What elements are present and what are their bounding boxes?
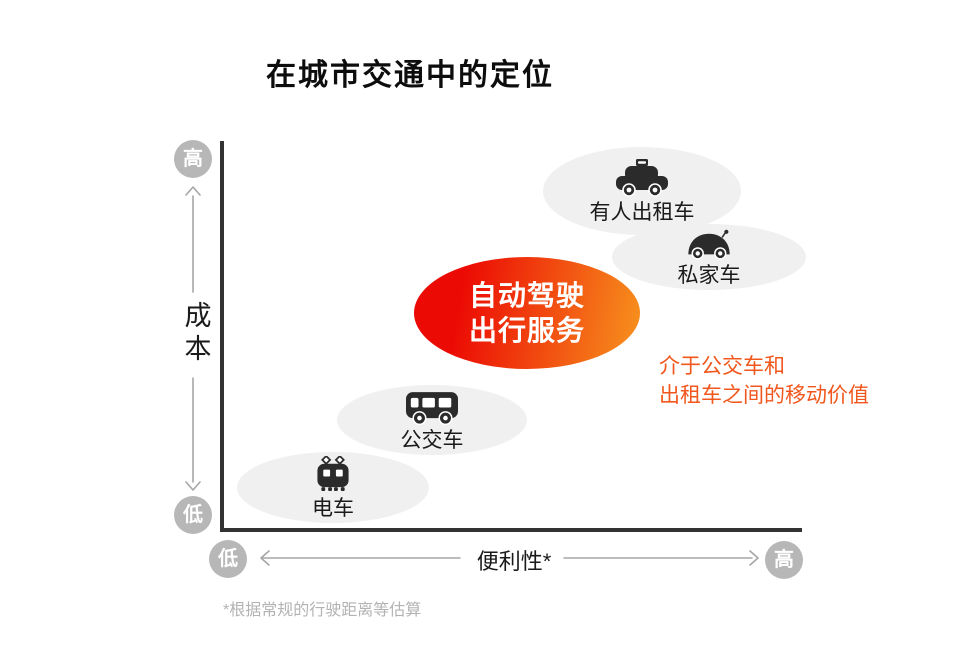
x-axis-line [220, 528, 802, 532]
y-axis-arrow [185, 186, 201, 491]
bubble-private-car-label: 私家车 [677, 263, 741, 287]
x-axis-arrow [260, 550, 759, 566]
footnote: *根据常规的行驶距离等估算 [223, 602, 422, 619]
y-axis-title: 成本 [180, 301, 211, 367]
bubble-private-car: 私家车 [612, 224, 806, 290]
annotation-line2: 出租车之间的移动价值 [659, 384, 869, 407]
arrow-left-head [260, 550, 270, 566]
y-axis-high-marker: 高 [174, 140, 212, 178]
y-axis-line [220, 141, 224, 532]
x-axis-high-marker: 高 [765, 541, 803, 579]
car-icon [688, 229, 730, 260]
x-axis-title: 便利性* [476, 549, 552, 574]
highlight-ellipse: 自动驾驶 出行服务 [414, 257, 640, 369]
bubble-taxi: 有人出租车 [543, 147, 741, 235]
annotation-line1: 介于公交车和 [659, 355, 785, 378]
x-axis-low-marker: 低 [209, 540, 247, 578]
bubble-bus: 公交车 [337, 385, 527, 455]
taxi-icon [616, 159, 668, 197]
annotation: 介于公交车和 出租车之间的移动价值 [659, 352, 869, 410]
tram-icon [317, 456, 349, 492]
highlight-line2: 出行服务 [468, 315, 585, 346]
bubble-tram: 电车 [237, 452, 429, 523]
bus-icon [406, 391, 458, 425]
y-axis-low-marker: 低 [174, 496, 212, 534]
bubble-tram-label: 电车 [312, 497, 354, 520]
arrow-up-head [185, 186, 201, 196]
arrow-right-head [749, 550, 759, 566]
highlight-line1: 自动驾驶 [468, 280, 585, 311]
bubble-bus-label: 公交车 [400, 428, 464, 452]
arrow-down-head [185, 481, 201, 491]
bubble-taxi-label: 有人出租车 [589, 201, 695, 224]
chart-title: 在城市交通中的定位 [266, 59, 554, 92]
